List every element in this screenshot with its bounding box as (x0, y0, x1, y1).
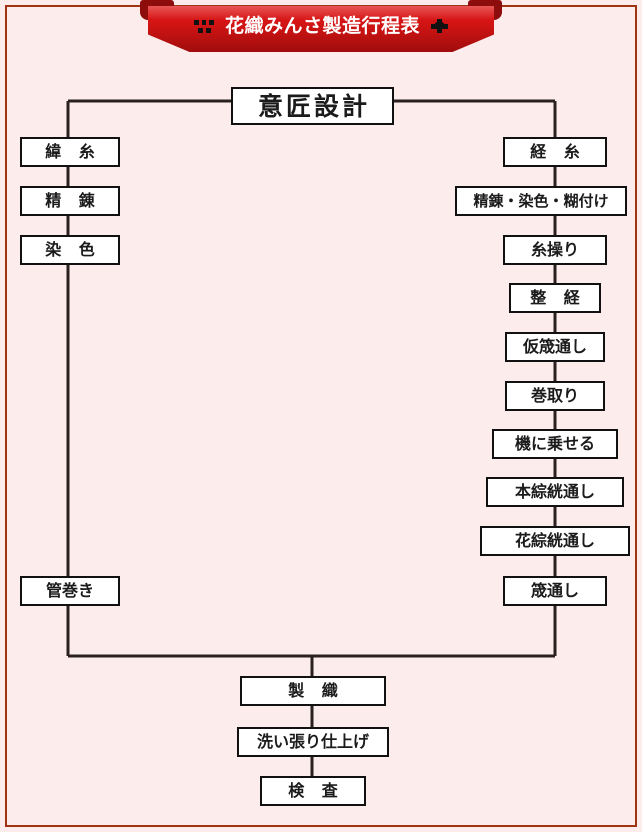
node-weft: 緯 糸 (20, 137, 120, 167)
node-washing-finishing: 洗い張り仕上げ (237, 727, 389, 757)
node-warp: 経 糸 (503, 137, 607, 167)
node-weft-dyeing: 染 色 (20, 235, 120, 265)
node-reed-threading: 筬通し (503, 576, 607, 606)
node-main-heddle-threading: 本綜絖通し (486, 477, 624, 507)
node-beaming: 巻取り (505, 381, 605, 411)
stripe-row-bottom (194, 27, 214, 33)
node-mount-on-loom: 機に乗せる (492, 429, 618, 459)
node-weft-scouring: 精 錬 (20, 186, 120, 216)
minsa-cross-icon (431, 19, 448, 33)
node-yarn-reeling: 糸操り (503, 235, 607, 265)
minsa-stripes-icon (193, 19, 214, 33)
stripe-row-top (193, 19, 214, 25)
banner-title: 花織みんさ製造行程表 (224, 14, 420, 37)
node-warping: 整 経 (509, 283, 601, 313)
banner-content: 花織みんさ製造行程表 (148, 6, 494, 46)
node-weaving: 製 織 (240, 676, 386, 706)
node-inspection: 検 査 (260, 776, 366, 806)
node-warp-preparation: 精錬・染色・糊付け (455, 186, 627, 216)
node-design: 意匠設計 (231, 87, 394, 125)
node-figure-heddle-threading: 花綜絖通し (480, 526, 630, 556)
node-bobbin-winding: 管巻き (20, 576, 120, 606)
node-temporary-reed-threading: 仮筬通し (505, 332, 605, 362)
